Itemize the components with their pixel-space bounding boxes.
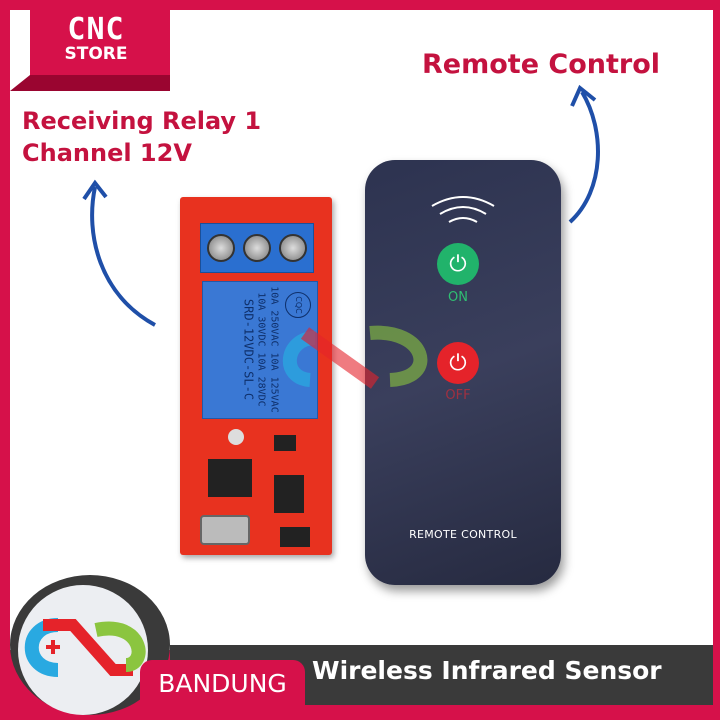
screw-terminal: [200, 223, 314, 273]
transistor: [274, 435, 296, 451]
off-button[interactable]: ⏻: [437, 342, 479, 384]
product-title: Wireless Infrared Sensor: [312, 656, 662, 685]
logo-store-text: STORE: [64, 44, 128, 64]
brand-logo: [18, 585, 148, 715]
remote-caption: REMOTE CONTROL: [409, 528, 517, 541]
jumper-header: [280, 527, 310, 547]
ir-receiver: [200, 515, 250, 545]
arrow-to-remote-icon: [568, 84, 600, 224]
logo-shadow: [10, 75, 170, 91]
arrow-to-relay-icon: [82, 179, 156, 327]
product-image: [10, 10, 713, 650]
relay-spec-line: SRD-12VDC-SL-C: [241, 298, 256, 401]
screw-icon: [243, 234, 271, 262]
infinity-logo-icon: [24, 618, 146, 677]
relay-label-line2: Channel 12V: [22, 139, 192, 167]
location-badge: BANDUNG: [140, 660, 305, 705]
relay-spec-line: 10A 30VDC 10A 28VDC: [255, 292, 267, 407]
watermark-logo-icon: [282, 325, 428, 389]
remote-label: Remote Control: [422, 49, 661, 80]
on-button[interactable]: ⏻: [437, 243, 479, 285]
ic-chip: [208, 459, 252, 497]
logo-cnc-text: CNC: [67, 12, 125, 47]
screw-icon: [279, 234, 307, 262]
mounting-hole: [228, 429, 244, 445]
power-icon: ⏻: [449, 350, 467, 376]
store-logo: [30, 10, 170, 75]
screw-icon: [207, 234, 235, 262]
power-icon: ⏻: [449, 251, 467, 277]
cqc-mark: CQC: [285, 292, 311, 318]
regulator: [274, 475, 304, 513]
relay-label-line1: Receiving Relay 1: [22, 107, 262, 135]
on-label: ON: [448, 290, 468, 305]
wireless-signal-icon: [431, 196, 495, 223]
off-label: OFF: [445, 388, 471, 403]
